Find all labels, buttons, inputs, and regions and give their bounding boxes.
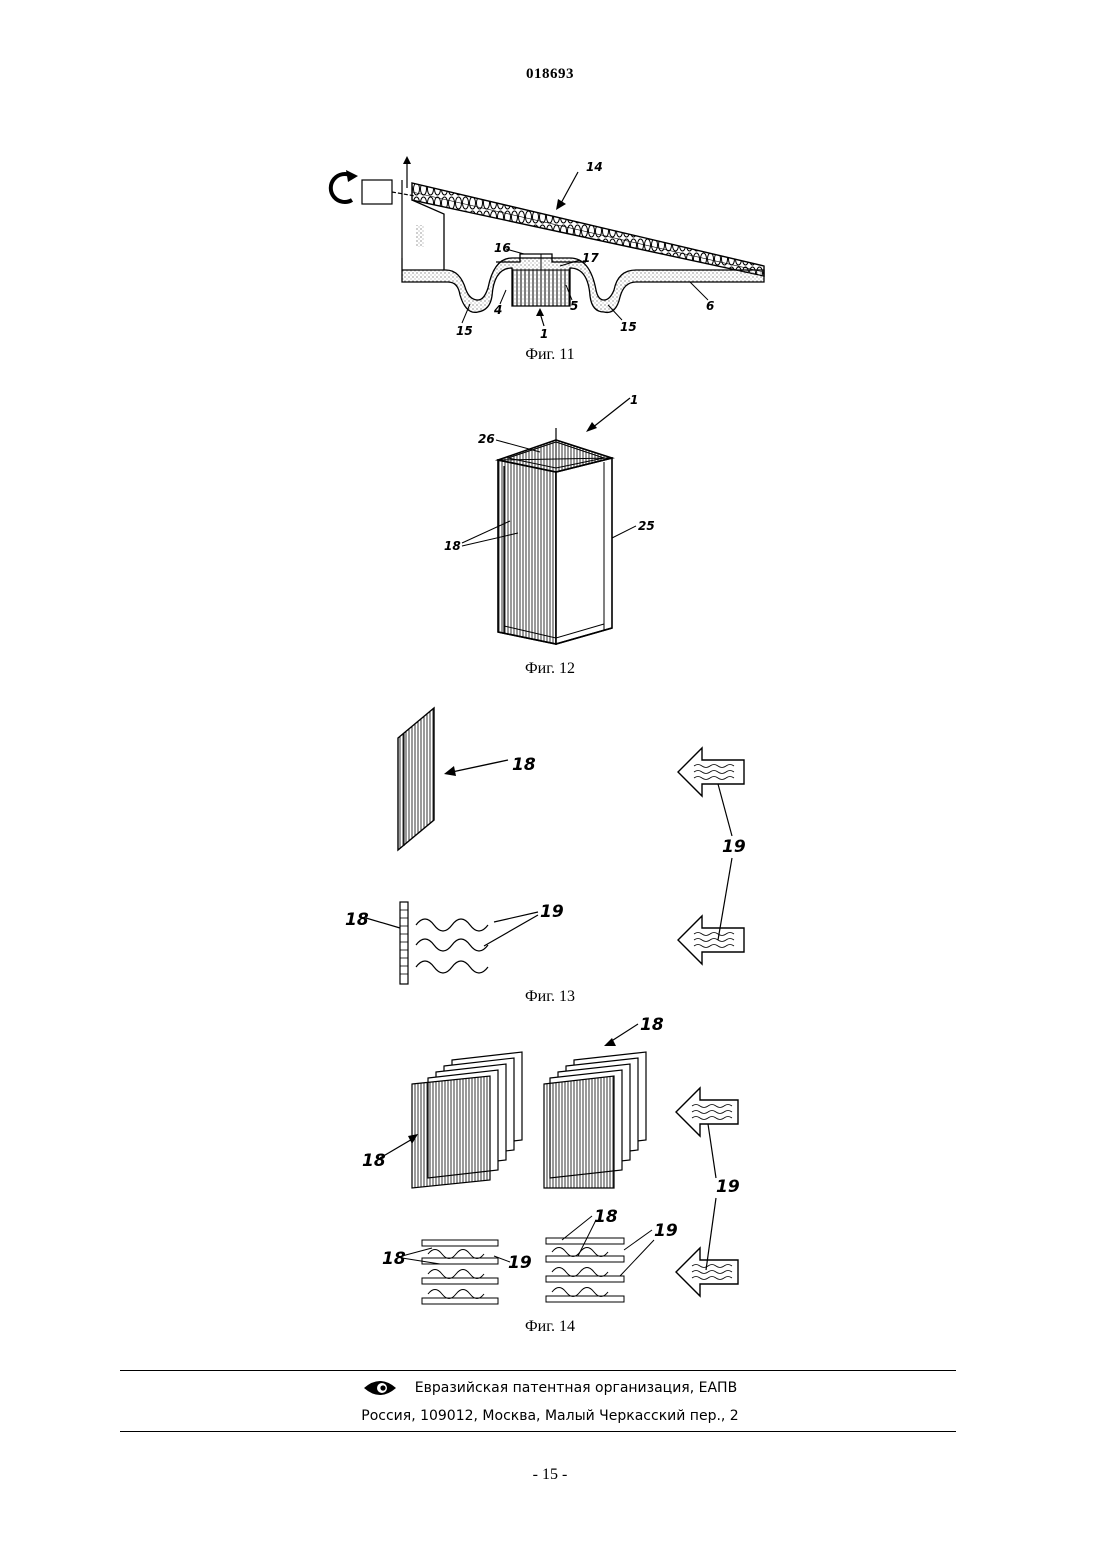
- svg-text:18: 18: [345, 910, 369, 930]
- svg-text:15: 15: [456, 324, 473, 338]
- svg-text:19: 19: [722, 837, 746, 857]
- svg-text:19: 19: [540, 902, 564, 922]
- svg-text:1: 1: [540, 327, 548, 341]
- figure-14-caption: Фиг. 14: [0, 1318, 1100, 1336]
- svg-text:19: 19: [654, 1221, 678, 1241]
- svg-text:19: 19: [716, 1177, 740, 1197]
- figure-11-caption: Фиг. 11: [0, 346, 1100, 364]
- svg-text:26: 26: [478, 432, 495, 446]
- svg-text:18: 18: [444, 539, 461, 553]
- svg-text:18: 18: [594, 1207, 618, 1227]
- svg-text:17: 17: [582, 251, 599, 265]
- svg-text:1: 1: [630, 393, 638, 407]
- figure-12-caption: Фиг. 12: [0, 660, 1100, 678]
- footer-bottom-rule: [120, 1431, 956, 1432]
- svg-text:4: 4: [493, 303, 502, 317]
- page-number: - 15 -: [0, 1466, 1100, 1484]
- footer-address: Россия, 109012, Москва, Малый Черкасский…: [0, 1408, 1100, 1424]
- doc-number: 018693: [0, 66, 1100, 83]
- svg-text:15: 15: [620, 320, 637, 334]
- svg-text:25: 25: [638, 519, 655, 533]
- figure-13-caption: Фиг. 13: [0, 988, 1100, 1006]
- svg-text:18: 18: [640, 1015, 664, 1035]
- svg-text:6: 6: [706, 299, 714, 313]
- svg-text:14: 14: [586, 160, 603, 174]
- footer-top-rule: [120, 1370, 956, 1371]
- svg-text:18: 18: [382, 1249, 406, 1269]
- svg-text:19: 19: [508, 1253, 532, 1273]
- footer-org-name: Евразийская патентная организация, ЕАПВ: [415, 1380, 737, 1396]
- footer-org-line: Евразийская патентная организация, ЕАПВ: [0, 1378, 1100, 1402]
- svg-text:18: 18: [512, 755, 536, 775]
- svg-text:18: 18: [362, 1151, 386, 1171]
- svg-text:16: 16: [494, 241, 511, 255]
- eye-logo-icon: [363, 1378, 397, 1398]
- svg-text:5: 5: [570, 299, 578, 313]
